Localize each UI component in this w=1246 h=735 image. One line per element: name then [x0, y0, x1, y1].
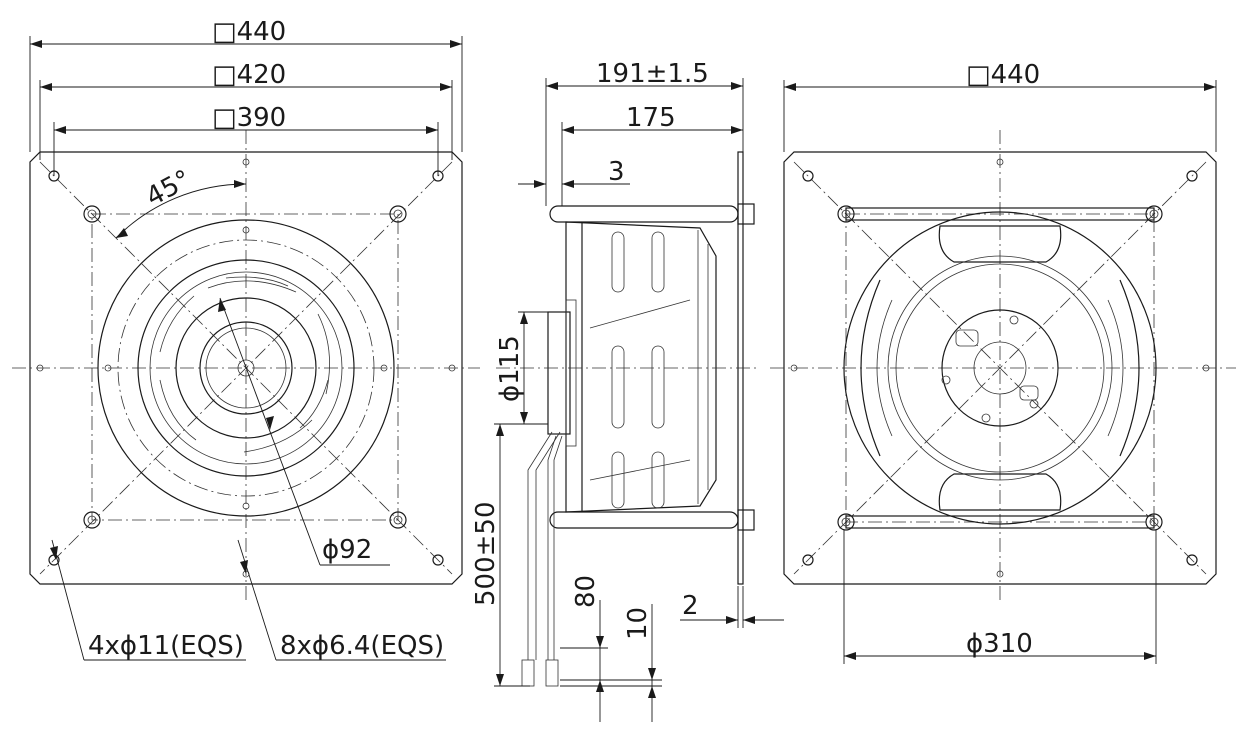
side-impeller-body [565, 221, 717, 513]
front-dim-outer: □440 [212, 17, 286, 47]
front-dim-mid: □420 [212, 60, 286, 90]
rear-motor-plate [941, 309, 1059, 427]
front-hub-diameter: ϕ92 [322, 535, 372, 565]
side-motor [547, 311, 571, 435]
side-body-depth: 175 [626, 103, 676, 133]
front-hub [199, 321, 293, 415]
front-hub-inner [205, 327, 287, 409]
front-dimensions [29, 36, 463, 661]
front-inlet-ring [97, 219, 395, 517]
front-dim-inner: □390 [212, 103, 286, 133]
side-plate-thickness: 2 [682, 591, 699, 621]
front-holes-inner: 8xϕ6.4(EQS) [280, 631, 444, 661]
front-bolts [83, 205, 407, 529]
side-dimensions [494, 78, 784, 722]
rear-dimensions [783, 80, 1217, 664]
side-cable-length: 500±50 [471, 502, 501, 607]
side-motor-diameter: ϕ115 [495, 335, 525, 402]
side-lead-strip: 80 [571, 575, 601, 608]
front-impeller-blades [159, 276, 330, 453]
rear-plate-outline [783, 151, 1217, 585]
front-shaft [237, 359, 255, 377]
side-terminal: 10 [623, 607, 653, 640]
rear-dim-outer: □440 [966, 60, 1040, 90]
rear-inlet-diameter: ϕ310 [966, 629, 1033, 659]
side-blades [589, 231, 691, 509]
side-nut-top [737, 203, 755, 225]
side-overall-depth: 191±1.5 [596, 59, 709, 89]
front-impeller-outer [137, 259, 355, 477]
side-view: 191±1.5 175 3 ϕ115 500±50 80 10 2 [471, 59, 784, 722]
side-tie-rod-bottom [549, 511, 739, 529]
rear-inlet-ring [843, 211, 1157, 525]
side-cable [527, 431, 561, 660]
front-hub-ring [175, 297, 317, 439]
front-angle-label: 45° [141, 165, 196, 213]
front-bolt-square [91, 213, 399, 521]
front-pitch-circle [117, 239, 375, 497]
rear-view: □440 ϕ310 [770, 60, 1236, 664]
side-flange-offset: 3 [608, 157, 625, 187]
front-impeller-inner [149, 271, 343, 465]
side-tie-rod-top [549, 205, 739, 223]
front-plate-outline [29, 151, 463, 585]
front-holes-outer: 4xϕ11(EQS) [88, 631, 244, 661]
side-nut-bottom [737, 509, 755, 531]
front-view: □440 □420 □390 45° ϕ92 4xϕ11(EQS) 8xϕ6.4… [12, 17, 480, 661]
